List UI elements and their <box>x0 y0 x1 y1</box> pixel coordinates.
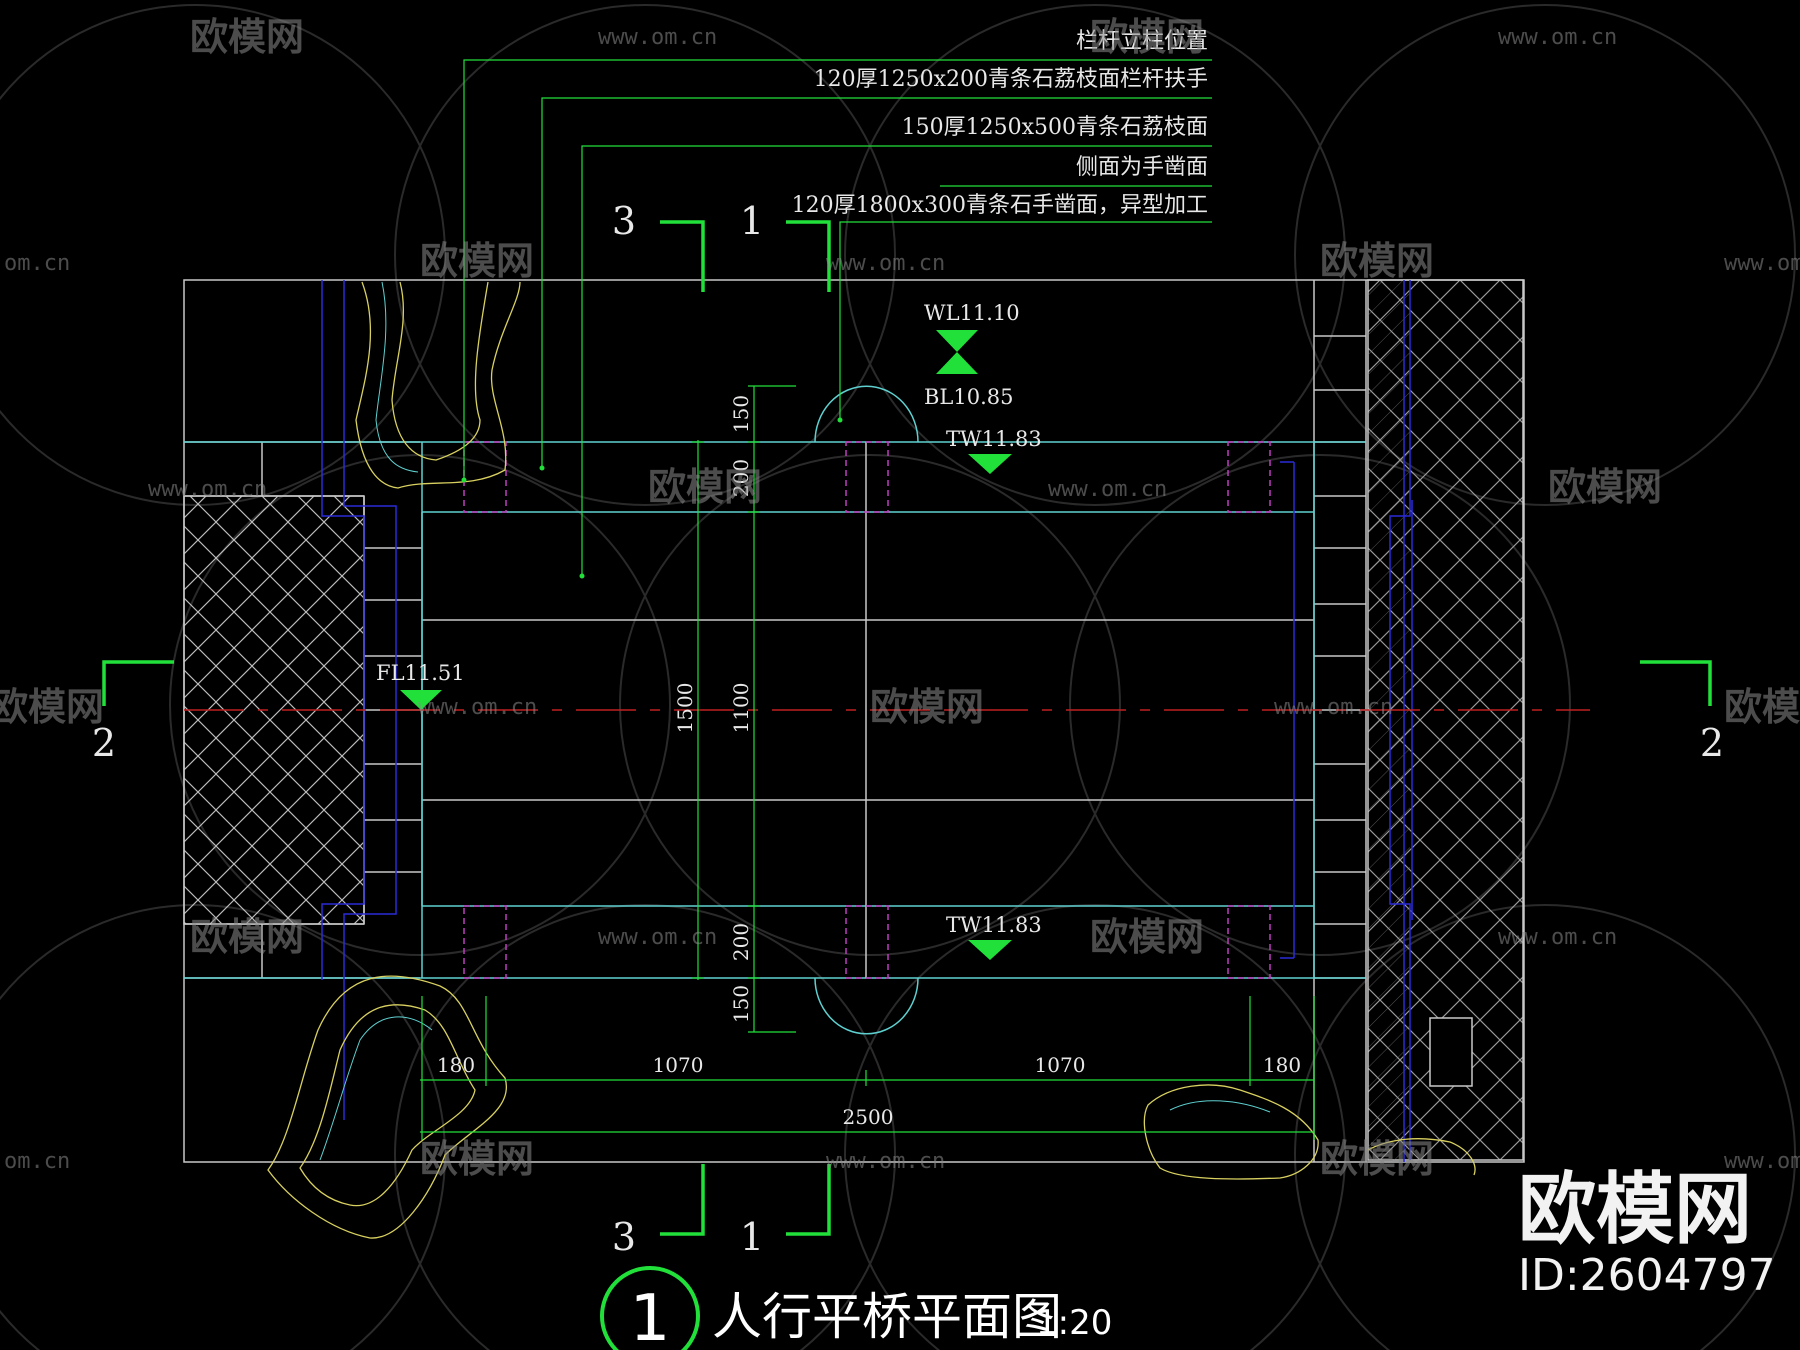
section-label-3-top: 3 <box>612 199 636 243</box>
svg-text:www.om.cn: www.om.cn <box>418 695 537 720</box>
title-number-circle <box>600 1266 700 1350</box>
svg-text:欧模网: 欧模网 <box>1090 915 1204 959</box>
wl-marker <box>936 330 978 352</box>
dim-v-200-bottom: 200 <box>729 923 753 961</box>
rock-inner-cyan <box>319 281 1271 1161</box>
svg-text:欧模网: 欧模网 <box>648 465 762 509</box>
dim-v-150-top: 150 <box>729 395 753 433</box>
right-hatch-box <box>1429 1017 1473 1087</box>
svg-text:www.om.cn: www.om.cn <box>598 925 717 950</box>
level-fl: FL11.51 <box>376 661 465 685</box>
right-hatch-strip <box>1368 280 1410 1160</box>
svg-text:www.om.cn: www.om.cn <box>598 25 717 50</box>
section-label-1-bottom: 1 <box>740 1215 764 1259</box>
level-markers <box>400 330 1012 960</box>
title-scale: 1:20 <box>1036 1303 1112 1343</box>
section-label-2-left: 2 <box>92 721 116 765</box>
section-label-3-bottom: 3 <box>612 1215 636 1259</box>
section-marks <box>102 220 1712 1236</box>
annotation-side-face: 侧面为手凿面 <box>1076 155 1208 180</box>
dim-h-180-right: 180 <box>1263 1053 1301 1077</box>
svg-text:欧模网: 欧模网 <box>1320 239 1434 283</box>
watermarks: 欧模网 www.om.cn 欧模网 www.om.cn om.cn 欧模网 ww… <box>0 15 1800 1181</box>
level-wl: WL11.10 <box>924 301 1020 325</box>
svg-text:欧模网: 欧模网 <box>870 685 984 729</box>
svg-text:www.om.cn: www.om.cn <box>1498 925 1617 950</box>
vertical-dimensions <box>692 385 796 1033</box>
svg-text:www.om.cn: www.om.cn <box>826 251 945 276</box>
svg-text:欧模网: 欧模网 <box>420 239 534 283</box>
fl-marker <box>400 690 442 710</box>
dim-v-200-top: 200 <box>729 459 753 497</box>
title-number: 1 <box>630 1282 671 1350</box>
svg-text:www.om.cn: www.om.cn <box>1274 695 1393 720</box>
tw-marker-bottom <box>968 940 1012 960</box>
handrail-beams <box>184 385 1366 1035</box>
section-label-1-top: 1 <box>740 199 764 243</box>
annotation-edge-stone: 120厚1800x300青条石手凿面，异型加工 <box>792 193 1208 218</box>
svg-text:欧模网: 欧模网 <box>1724 685 1800 729</box>
svg-text:om.cn: om.cn <box>4 251 70 276</box>
tw-marker-top <box>968 454 1012 474</box>
railing-posts <box>463 441 1271 979</box>
brand-watermark-id: ID:2604797 <box>1518 1250 1776 1301</box>
svg-text:www.om.cn: www.om.cn <box>1048 477 1167 502</box>
dim-h-180-left: 180 <box>437 1053 475 1077</box>
dim-h-1070-right: 1070 <box>1035 1053 1086 1077</box>
svg-text:www.om.cn: www.om.cn <box>1498 25 1617 50</box>
svg-text:om.cn: om.cn <box>4 1149 70 1174</box>
annotation-post-position: 栏杆立柱位置 <box>1076 29 1208 54</box>
svg-text:www.om.cn: www.om.cn <box>826 1149 945 1174</box>
svg-text:欧模网: 欧模网 <box>1320 1137 1434 1181</box>
svg-text:www.om.cn: www.om.cn <box>148 477 267 502</box>
leader-dots <box>461 417 843 579</box>
leader-lines <box>463 59 1212 576</box>
horizontal-dimensions <box>420 996 1315 1140</box>
svg-text:欧模网: 欧模网 <box>0 685 104 729</box>
dim-h-1070-left: 1070 <box>653 1053 704 1077</box>
watermark-circles <box>0 4 1796 1350</box>
dim-v-1500: 1500 <box>673 683 697 734</box>
section-label-2-right: 2 <box>1700 721 1724 765</box>
annotation-handrail: 120厚1250x200青条石荔枝面栏杆扶手 <box>814 67 1208 92</box>
svg-text:欧模网: 欧模网 <box>1090 15 1204 59</box>
title-name: 人行平桥平面图 <box>712 1288 1062 1346</box>
dim-v-1100: 1100 <box>729 683 753 734</box>
brand-watermark-large: 欧模网 <box>1518 1165 1752 1255</box>
rock-outlines <box>267 281 1476 1239</box>
svg-text:欧模网: 欧模网 <box>420 1137 534 1181</box>
annotation-deck: 150厚1250x500青条石荔枝面 <box>902 115 1208 140</box>
svg-text:www.om.cn: www.om.cn <box>1724 1149 1800 1174</box>
svg-text:欧模网: 欧模网 <box>1548 465 1662 509</box>
level-tw-bottom: TW11.83 <box>946 913 1042 937</box>
svg-text:www.om.cn: www.om.cn <box>1724 251 1800 276</box>
dim-h-2500: 2500 <box>843 1105 894 1129</box>
svg-text:欧模网: 欧模网 <box>190 15 304 59</box>
level-tw-top: TW11.83 <box>946 427 1042 451</box>
bridge-outline <box>183 279 1525 1163</box>
dim-v-150-bottom: 150 <box>729 985 753 1023</box>
level-bl: BL10.85 <box>924 385 1014 409</box>
svg-text:欧模网: 欧模网 <box>190 915 304 959</box>
bl-marker <box>936 352 978 374</box>
